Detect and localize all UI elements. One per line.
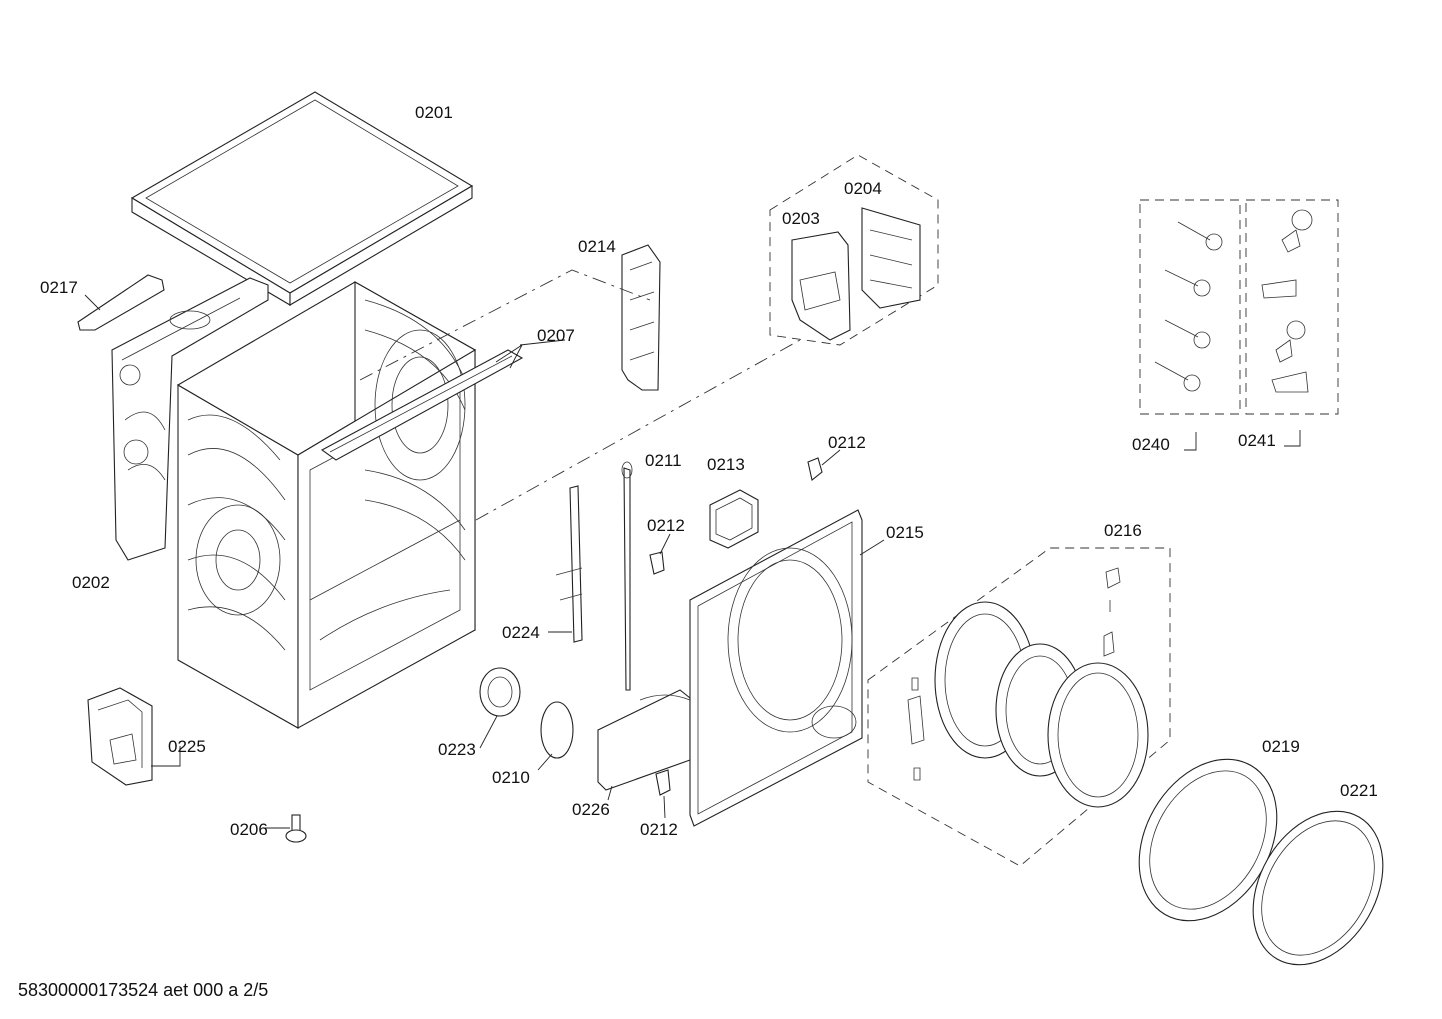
part-0211-rod	[621, 461, 633, 691]
label-0212-top: 0212	[828, 433, 866, 452]
label-0210: 0210	[492, 768, 530, 787]
label-0212-mid: 0212	[647, 516, 685, 535]
part-0224-rail	[555, 485, 583, 643]
label-0223: 0223	[438, 740, 476, 759]
label-0216: 0216	[1104, 521, 1142, 540]
part-labels: 0201 0202 0203 0204 0206 0207 0210 0211 …	[40, 103, 1378, 839]
label-0241: 0241	[1238, 431, 1276, 450]
part-0207-crossbar	[320, 349, 524, 461]
part-0206-foot	[285, 814, 307, 843]
label-0224: 0224	[502, 623, 540, 642]
leader-lines	[84, 269, 1301, 829]
part-0225-module	[87, 687, 153, 786]
label-0206: 0206	[230, 820, 268, 839]
part-0212-clips	[649, 457, 823, 796]
label-0202: 0202	[72, 573, 110, 592]
label-0203: 0203	[782, 209, 820, 228]
label-0225: 0225	[168, 737, 206, 756]
label-0219: 0219	[1262, 737, 1300, 756]
label-0217: 0217	[40, 278, 78, 297]
part-0219-0221-rings	[1138, 758, 1384, 966]
part-0201-top-cover	[130, 91, 474, 306]
label-0213: 0213	[707, 455, 745, 474]
label-0226: 0226	[572, 800, 610, 819]
part-0202-rear-panel	[111, 277, 269, 561]
part-0216-door-group	[867, 547, 1171, 867]
label-0215: 0215	[886, 523, 924, 542]
label-0214: 0214	[578, 237, 616, 256]
part-0217-bracket	[77, 274, 165, 331]
part-0240-0241-group	[1139, 199, 1339, 415]
part-0213-module	[709, 489, 759, 549]
part-0215-front-panel	[689, 509, 863, 827]
label-0212-bottom: 0212	[640, 820, 678, 839]
document-footer: 58300000173524 aet 000 a 2/5	[18, 980, 269, 1000]
cabinet-frame	[176, 281, 477, 729]
part-0226-strip	[597, 689, 691, 791]
part-0223-0210	[479, 667, 574, 759]
label-0204: 0204	[844, 179, 882, 198]
part-0203-0204-group	[769, 154, 939, 346]
label-0240: 0240	[1132, 435, 1170, 454]
part-0214-rail	[621, 244, 661, 391]
label-0211: 0211	[645, 451, 682, 470]
label-0221: 0221	[1340, 781, 1378, 800]
label-0201: 0201	[415, 103, 453, 122]
label-0207: 0207	[537, 326, 575, 345]
